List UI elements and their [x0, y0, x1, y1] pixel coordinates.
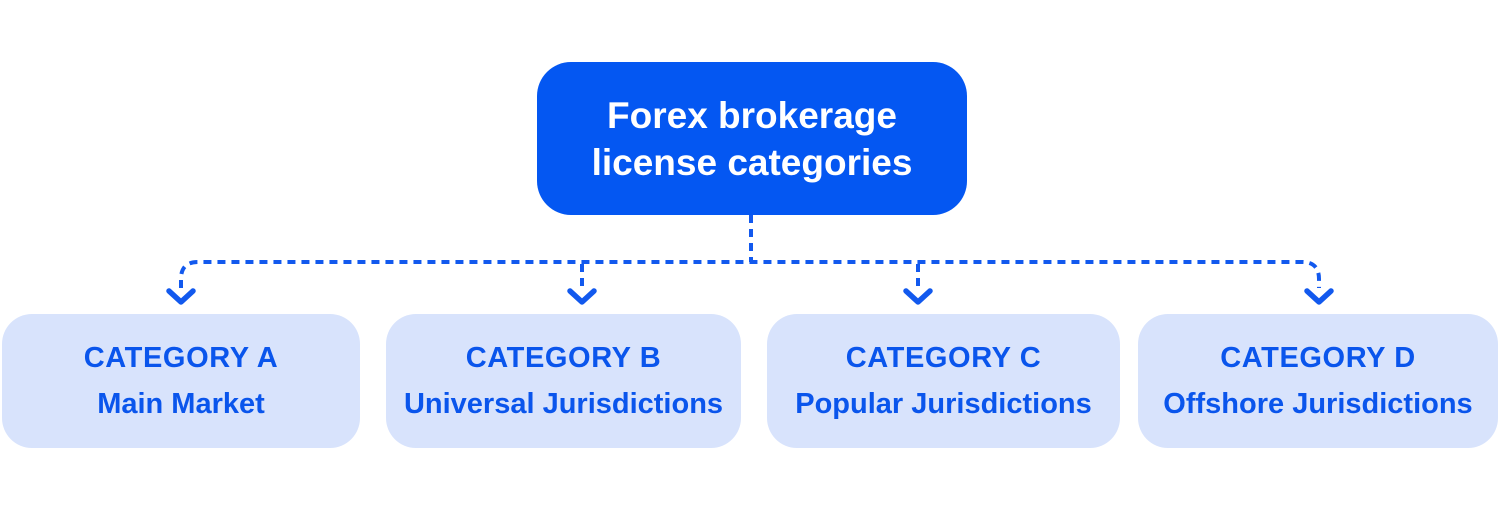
category-a-subtitle: Main Market [97, 388, 265, 420]
category-d-subtitle: Offshore Jurisdictions [1163, 388, 1473, 420]
node-category-c: CATEGORY C Popular Jurisdictions [767, 314, 1120, 448]
node-category-b: CATEGORY B Universal Jurisdictions [386, 314, 741, 448]
category-d-heading: CATEGORY D [1220, 342, 1416, 374]
root-node-title-line2: license categories [591, 141, 913, 183]
arrowhead-icon-category-a [166, 288, 196, 305]
node-category-a: CATEGORY A Main Market [2, 314, 360, 448]
rail-line [179, 260, 1321, 288]
category-a-heading: CATEGORY A [83, 342, 279, 374]
category-c-heading: CATEGORY C [845, 342, 1042, 374]
category-c-subtitle: Popular Jurisdictions [795, 388, 1092, 420]
root-node: Forex brokerage license categories [537, 62, 967, 215]
category-b-subtitle: Universal Jurisdictions [403, 388, 724, 420]
arrowhead-icon-category-d [1304, 288, 1334, 305]
category-b-heading: CATEGORY B [465, 342, 662, 374]
arrowhead-icon-category-c [903, 288, 933, 305]
node-category-d: CATEGORY D Offshore Jurisdictions [1138, 314, 1498, 448]
root-node-title-line1: Forex brokerage [607, 94, 897, 136]
arrowhead-icon-category-b [567, 288, 597, 305]
